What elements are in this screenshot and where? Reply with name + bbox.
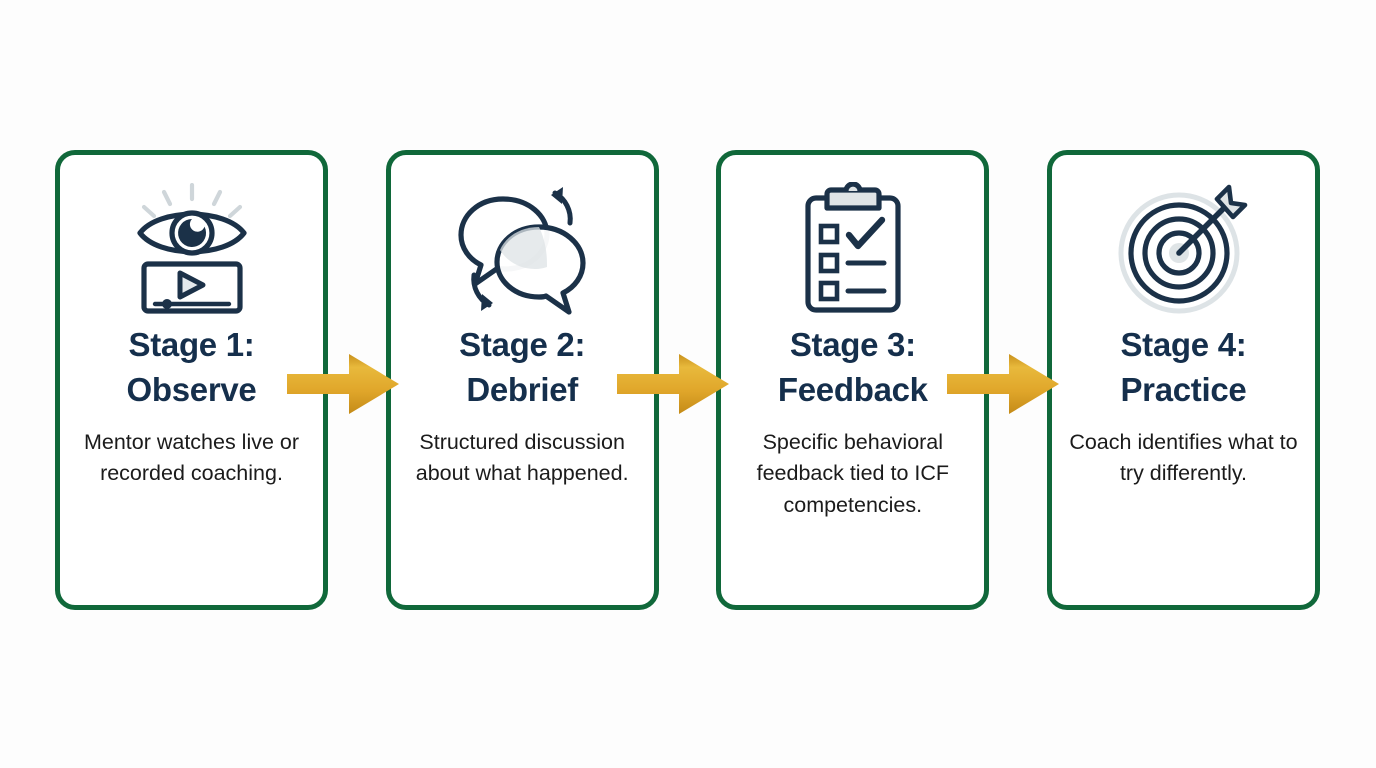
stage-title-line1: Stage 3: (789, 326, 916, 363)
process-flow-row: Stage 1: Observe Mentor watches live or … (55, 150, 1320, 610)
eye-video-icon (74, 181, 309, 317)
stage-title-line1: Stage 1: (128, 326, 255, 363)
stage-title: Stage 2: Debrief (459, 323, 585, 413)
target-arrow-icon (1066, 181, 1301, 317)
stage-title-line2: Practice (1120, 370, 1247, 408)
stage-description: Mentor watches live or recorded coaching… (83, 429, 300, 486)
stage-title: Stage 1: Observe (127, 323, 257, 413)
stage-card-3[interactable]: Stage 3: Feedback Specific behavioral fe… (716, 150, 990, 610)
stage-title-line2: Observe (126, 370, 257, 408)
stage-description: Specific behavioral feedback tied to ICF… (756, 429, 950, 517)
stage-title-line1: Stage 4: (1120, 326, 1247, 363)
stage-title: Stage 4: Practice (1120, 323, 1246, 413)
stage-card-1[interactable]: Stage 1: Observe Mentor watches live or … (55, 150, 328, 610)
stage-title-line2: Debrief (466, 370, 578, 408)
speech-bubbles-cycle-icon (405, 181, 640, 317)
stage-description: Coach identifies what to try differently… (1069, 429, 1298, 486)
stage-card-2[interactable]: Stage 2: Debrief Structured discussion a… (385, 150, 659, 610)
stage-card-4[interactable]: Stage 4: Practice Coach identifies what … (1046, 150, 1320, 610)
stage-description: Structured discussion about what happene… (415, 429, 629, 486)
clipboard-checklist-icon (735, 181, 970, 317)
stage-title: Stage 3: Feedback (778, 323, 928, 413)
stage-title-line1: Stage 2: (459, 326, 586, 363)
stage-title-line2: Feedback (777, 370, 928, 408)
